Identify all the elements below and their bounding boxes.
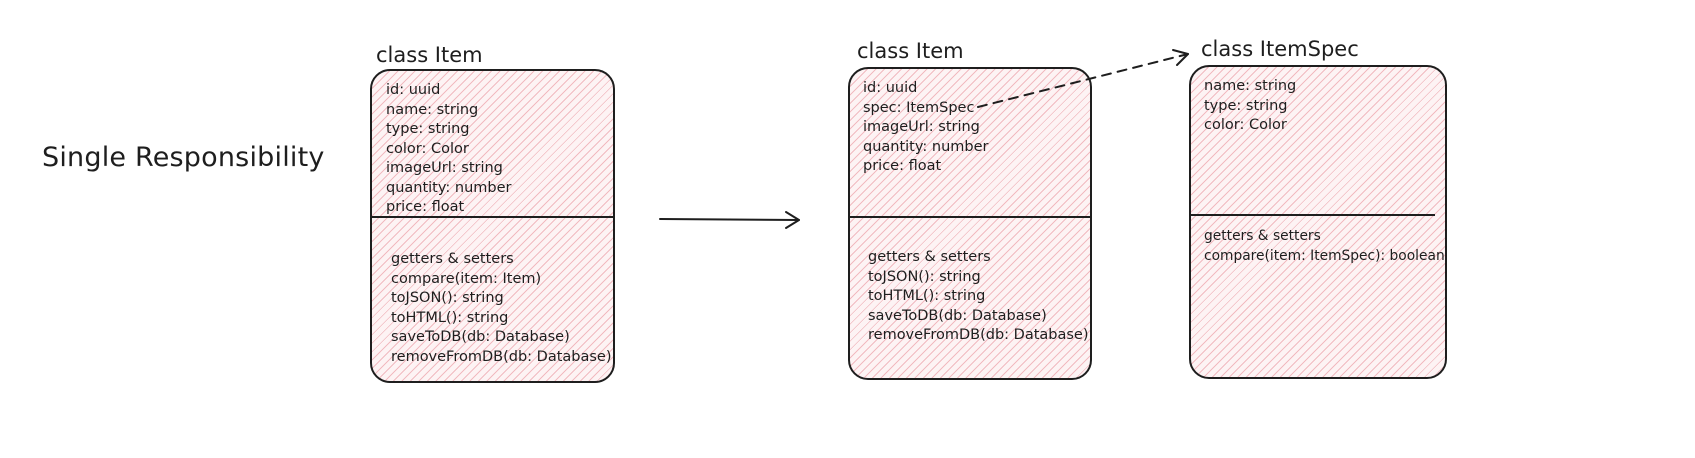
method-line: getters & setters: [868, 249, 991, 265]
method-line: saveToDB(db: Database): [868, 307, 1047, 324]
method-line: toJSON(): string: [868, 268, 981, 285]
attribute-line: id: uuid: [386, 82, 441, 98]
attribute-line: price: float: [863, 158, 942, 174]
after-item-methods-list: getters & setters toJSON(): string toHTM…: [868, 248, 1089, 346]
method-line: toHTML(): string: [868, 288, 986, 304]
attribute-line: imageUrl: string: [863, 119, 980, 135]
attribute-line: type: string: [386, 121, 470, 137]
method-line: toJSON(): string: [391, 290, 504, 306]
after-item-class-title: class Item: [857, 39, 964, 63]
after-spec-class-title: class ItemSpec: [1201, 37, 1359, 61]
method-line: compare(item: Item): [391, 270, 542, 287]
before-methods-list: getters & setters compare(item: Item) to…: [391, 250, 612, 367]
method-line: toHTML(): string: [391, 309, 509, 326]
after-spec-class-box[interactable]: name: string type: string color: Color g…: [1189, 65, 1447, 379]
before-class-title: class Item: [376, 43, 483, 67]
attribute-line: quantity: number: [386, 179, 512, 196]
after-item-class-divider: [850, 216, 1090, 218]
attribute-line: name: string: [386, 101, 479, 118]
diagram-heading: Single Responsibility: [42, 142, 325, 173]
spec-association-arrow[interactable]: [977, 49, 1189, 108]
before-class-box[interactable]: id: uuid name: string type: string color…: [370, 69, 615, 383]
method-line: removeFromDB(db: Database): [868, 327, 1089, 343]
attribute-line: id: uuid: [863, 80, 918, 96]
after-item-class-box[interactable]: id: uuid spec: ItemSpec imageUrl: string…: [848, 67, 1092, 380]
attribute-line: name: string: [1204, 78, 1297, 94]
method-line: compare(item: ItemSpec): boolean: [1204, 247, 1445, 264]
method-line: getters & setters: [391, 251, 514, 267]
attribute-line: quantity: number: [863, 138, 989, 155]
after-spec-class-divider: [1191, 214, 1435, 216]
after-item-attributes-list: id: uuid spec: ItemSpec imageUrl: string…: [863, 79, 988, 177]
after-spec-methods-list: getters & setters compare(item: ItemSpec…: [1204, 227, 1445, 266]
before-attributes-list: id: uuid name: string type: string color…: [386, 81, 511, 218]
attribute-line: spec: ItemSpec: [863, 99, 975, 116]
after-spec-attributes-list: name: string type: string color: Color: [1204, 77, 1296, 136]
attribute-line: type: string: [1204, 97, 1288, 114]
method-line: removeFromDB(db: Database): [391, 348, 612, 365]
attribute-line: color: Color: [386, 140, 469, 157]
attribute-line: color: Color: [1204, 117, 1287, 133]
refactor-arrow[interactable]: [659, 211, 800, 229]
attribute-line: price: float: [386, 199, 465, 215]
before-class-divider: [372, 216, 613, 218]
method-line: getters & setters: [1204, 228, 1321, 244]
method-line: saveToDB(db: Database): [391, 329, 570, 345]
attribute-line: imageUrl: string: [386, 160, 503, 176]
